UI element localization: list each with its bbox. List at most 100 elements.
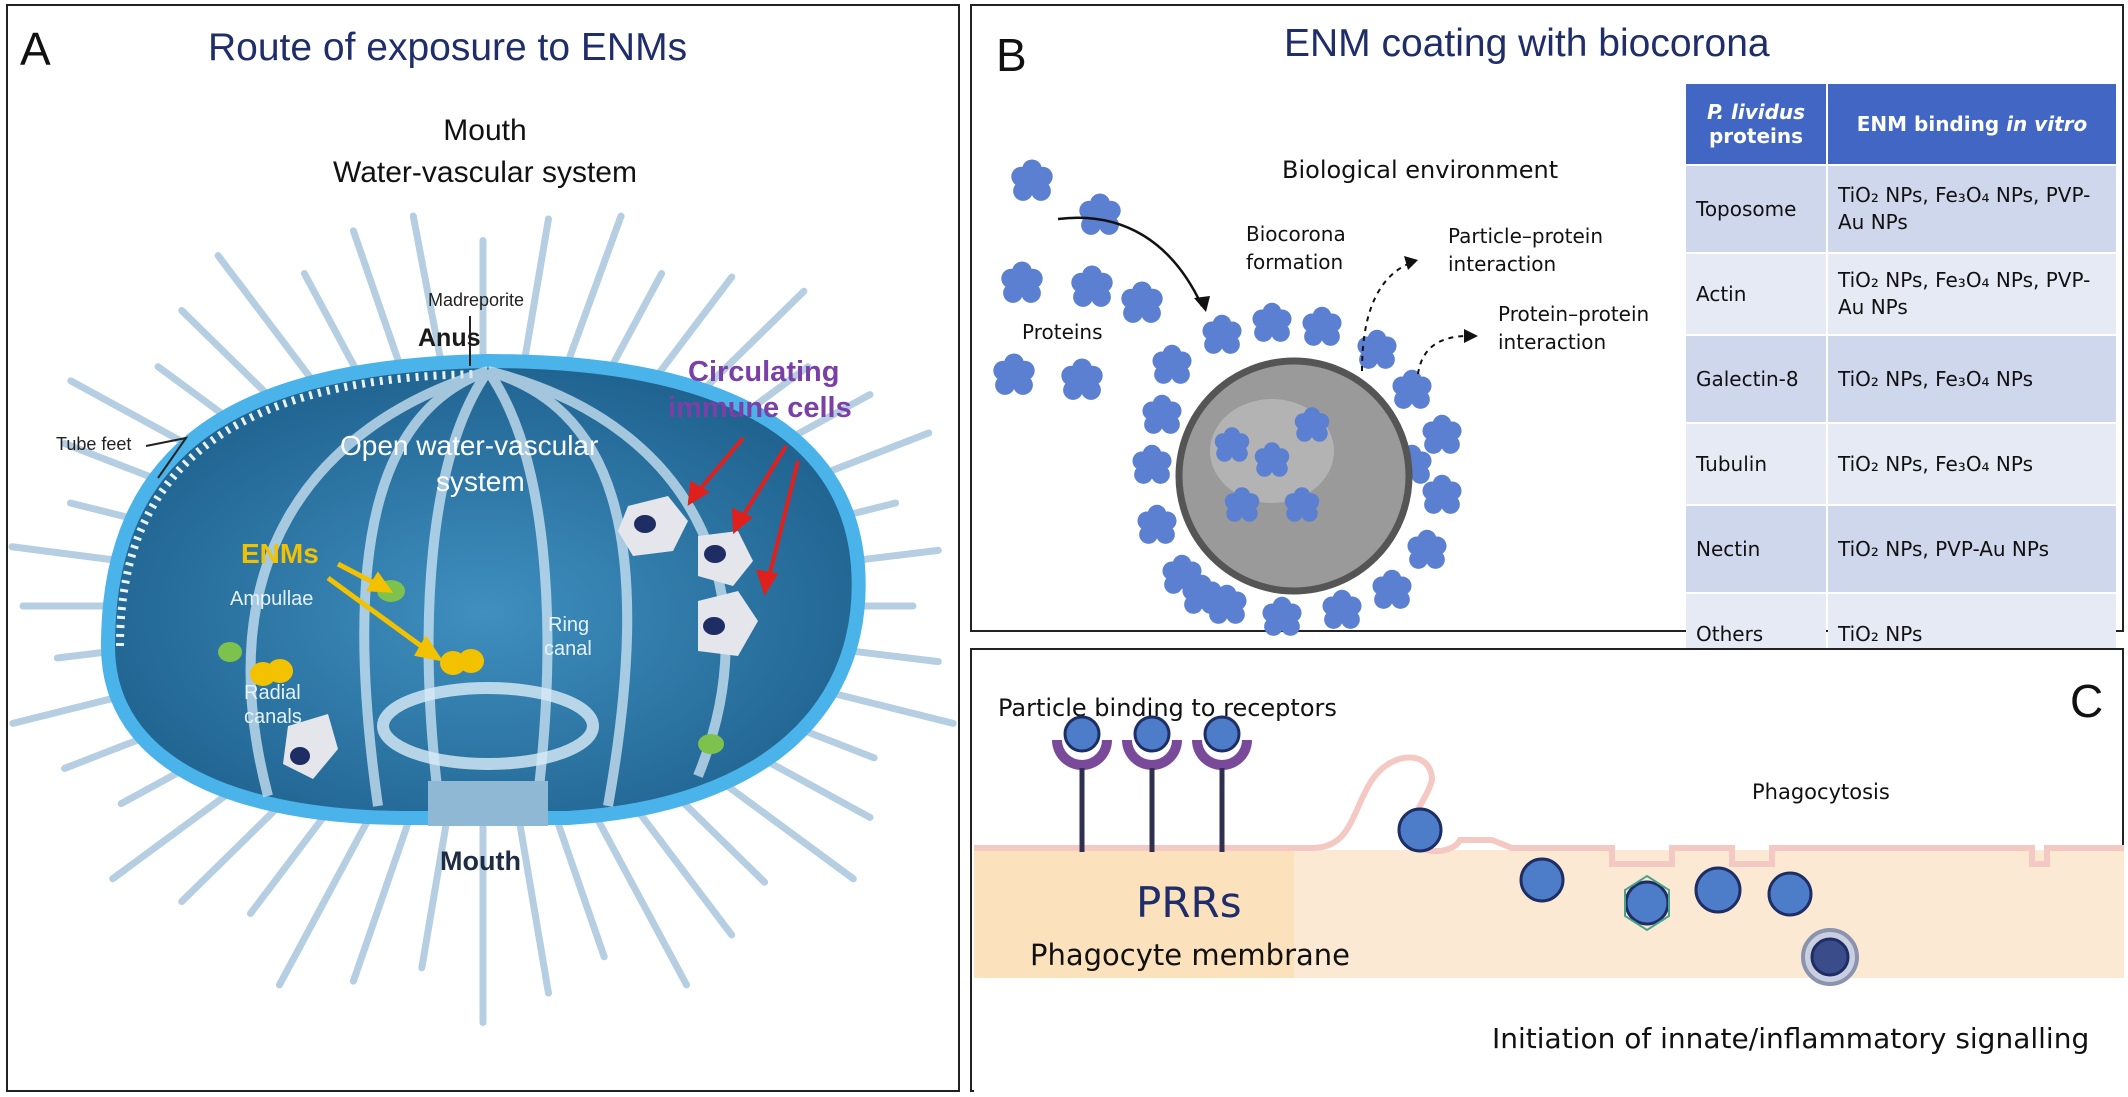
- protein-cluster: [1031, 181, 1051, 201]
- protein-cluster: [1151, 465, 1170, 484]
- panel-a-title: Route of exposure to ENMs: [208, 26, 688, 69]
- protein-cluster: [1141, 303, 1161, 323]
- protein-cluster: [1321, 327, 1340, 346]
- immune-cells: [283, 496, 758, 779]
- table-cell-binding: TiO₂ NPs, Fe₃O₄ NPs: [1828, 336, 2116, 422]
- label-prrs: PRRs: [1136, 878, 1242, 927]
- protein-cluster: [1311, 425, 1328, 442]
- prr-receptors: [1052, 715, 1252, 852]
- protein-cluster: [1426, 550, 1445, 569]
- enm-arrows: [326, 561, 444, 662]
- ring-canal: [377, 682, 599, 770]
- bound-particle: [1063, 715, 1101, 753]
- panel-a-subtitle-mouth: Mouth: [443, 114, 527, 147]
- panel-b: B ENM coating with biocorona Biological …: [970, 4, 2124, 674]
- label-ring-1: Ring: [548, 614, 590, 636]
- protein-protein-arrowhead: [1464, 329, 1478, 343]
- protein-protein-arrow: [1417, 335, 1469, 375]
- panel-c-letter: C: [2070, 675, 2104, 727]
- receptor-cup: [1192, 740, 1252, 770]
- protein-cluster: [1241, 505, 1258, 522]
- label-circulating-2: immune cells: [668, 392, 852, 424]
- phagocytosis-illustration: [974, 715, 2124, 1094]
- protein-cluster: [1171, 365, 1190, 384]
- protein-cluster: [1441, 495, 1460, 514]
- panel-b-letter: B: [996, 29, 1027, 81]
- cytoplasm-highlight: [974, 850, 1294, 978]
- spine: [349, 806, 417, 985]
- enm-particles: [218, 580, 724, 754]
- label-open-wvs-1: Open water-vascular: [340, 430, 599, 461]
- label-biocorona-2: formation: [1246, 250, 1344, 274]
- tube-feet-stripe: [116, 370, 479, 647]
- spine: [275, 795, 383, 989]
- membrane: [974, 754, 2124, 867]
- bound-particle: [1203, 715, 1241, 753]
- immune-arrows: [687, 436, 800, 596]
- biocorona-illustration: [993, 159, 1478, 636]
- protein-cluster: [1161, 415, 1180, 434]
- panel-b-title: ENM coating with biocorona: [1284, 22, 1770, 65]
- protein-cluster: [1271, 323, 1290, 342]
- label-phagocyte-membrane: Phagocyte membrane: [1030, 938, 1350, 972]
- label-particle-binding: Particle binding to receptors: [998, 694, 1337, 722]
- label-circulating-1: Circulating: [688, 356, 840, 388]
- label-radial-1: Radial: [244, 682, 301, 704]
- protein-cluster: [1226, 605, 1245, 624]
- protein-cluster: [1441, 435, 1460, 454]
- panel-c: C Particle binding to receptors Phagocyt…: [970, 648, 2124, 1094]
- biocorona-arrow: [1057, 216, 1204, 307]
- table-cell-binding: TiO₂ NPs, Fe₃O₄ NPs, PVP-Au NPs: [1828, 254, 2116, 334]
- protein-cluster: [1013, 375, 1033, 395]
- protein-cluster: [1021, 283, 1041, 303]
- label-madreporite: Madreporite: [428, 290, 525, 310]
- label-phagocytosis: Phagocytosis: [1752, 780, 1890, 804]
- white-base: [974, 978, 2124, 1094]
- sea-urchin-illustration: [8, 212, 957, 1026]
- protein-cluster: [1301, 505, 1318, 522]
- receptor-cup: [1122, 740, 1182, 770]
- protein-cluster: [1281, 617, 1300, 636]
- radial-canals: [245, 366, 731, 807]
- protein-cluster: [1271, 460, 1288, 477]
- label-biocorona-1: Biocorona: [1246, 222, 1346, 246]
- label-enms: ENMs: [241, 538, 319, 569]
- table-header-binding: ENM binding in vitro: [1828, 84, 2116, 164]
- corona-inner-proteins: [1214, 407, 1330, 522]
- label-ampullae: Ampullae: [230, 588, 314, 610]
- table-cell-binding: TiO₂ NPs, PVP-Au NPs: [1828, 506, 2116, 592]
- protein-cluster: [1411, 465, 1430, 484]
- table-cell-protein: Actin: [1686, 254, 1826, 334]
- label-open-wvs-2: system: [436, 466, 525, 497]
- protein-cluster: [1411, 390, 1430, 409]
- table-cell-protein: Nectin: [1686, 506, 1826, 592]
- label-initiation: Initiation of innate/inflammatory signal…: [1492, 1022, 2090, 1055]
- protein-cluster: [1376, 350, 1395, 369]
- label-proteins: Proteins: [1022, 320, 1103, 344]
- label-mouth: Mouth: [440, 846, 521, 876]
- label-particle-protein-2: interaction: [1448, 252, 1557, 276]
- label-radial-2: canals: [244, 706, 302, 728]
- table-cell-binding: TiO₂ NPs, Fe₃O₄ NPs, PVP-Au NPs: [1828, 166, 2116, 252]
- panel-a: A Route of exposure to ENMs Mouth Water-…: [6, 4, 960, 1092]
- protein-cluster: [1391, 590, 1410, 609]
- panel-a-subtitle-wvs: Water-vascular system: [333, 156, 637, 189]
- protein-cluster: [1099, 215, 1119, 235]
- protein-cluster: [1091, 287, 1111, 307]
- label-biological-environment: Biological environment: [1282, 156, 1559, 184]
- panel-a-letter: A: [20, 23, 51, 75]
- table-cell-protein: Galectin-8: [1686, 336, 1826, 422]
- mouth-notch: [428, 781, 548, 826]
- label-ring-2: canal: [544, 638, 592, 660]
- protein-cluster: [1201, 595, 1220, 614]
- label-protein-protein-2: interaction: [1498, 330, 1607, 354]
- protein-cluster: [1156, 525, 1175, 544]
- table-cell-protein: Tubulin: [1686, 424, 1826, 504]
